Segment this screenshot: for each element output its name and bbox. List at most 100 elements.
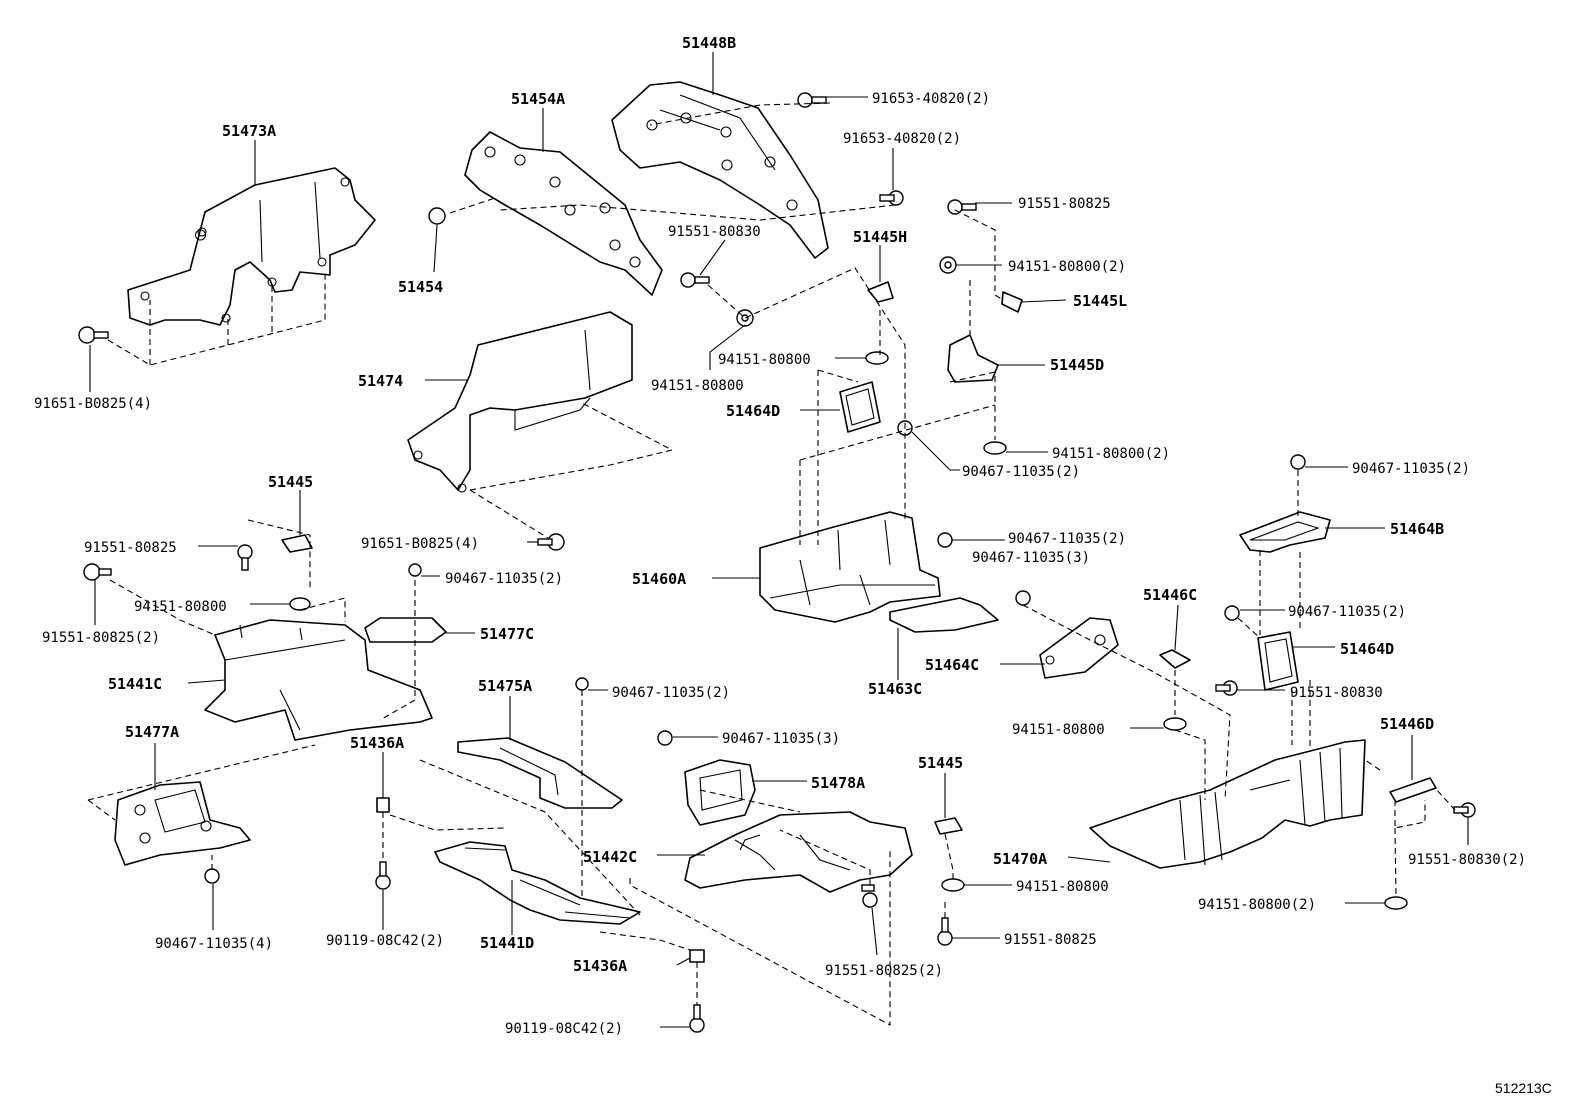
hw-label: 90467-11035(3)	[972, 550, 1090, 566]
label-51445-mid: 51445	[918, 754, 963, 772]
shield-51470A-shape	[1089, 739, 1366, 869]
hw-label: 94151-80800(2)	[1052, 446, 1170, 462]
clip-icon	[1290, 454, 1306, 470]
bolt-icon	[937, 917, 953, 946]
gasket-51464B-shape	[1239, 511, 1331, 553]
hw-label: 91551-80825(2)	[42, 630, 160, 646]
part-labels: 51473A 51454A 51448B 51454 51474 51445H …	[108, 34, 1444, 975]
bracket-51448B-shape	[611, 81, 829, 259]
bolt-icon	[375, 861, 391, 890]
label-51473A: 51473A	[222, 122, 276, 140]
hw-label: 90467-11035(4)	[155, 936, 273, 952]
nut-icon	[941, 878, 965, 892]
hw-label: 94151-80800	[651, 378, 744, 394]
hw-label: 91551-80825(2)	[825, 963, 943, 979]
nut-icon	[983, 441, 1007, 455]
plate-51477C-shape	[364, 617, 447, 643]
hw-label: 90467-11035(2)	[1008, 531, 1126, 547]
plate-51475A-shape	[457, 737, 623, 809]
label-51464C: 51464C	[925, 656, 979, 674]
nut-icon	[1384, 896, 1408, 910]
plate-51463C-shape	[889, 597, 999, 633]
clip-icon	[1015, 590, 1031, 606]
label-51460A: 51460A	[632, 570, 686, 588]
gasket-51464D-top-shape	[839, 381, 881, 433]
hw-label: 90467-11035(2)	[612, 685, 730, 701]
clip-icon	[428, 207, 446, 225]
label-51463C: 51463C	[868, 680, 922, 698]
shield-51441C-shape	[204, 619, 433, 741]
hw-label: 94151-80800(2)	[1198, 897, 1316, 913]
bracket-51446D-shape	[1389, 777, 1437, 803]
hw-label: 94151-80800	[1012, 722, 1105, 738]
bolt-icon	[797, 92, 827, 108]
shield-51474-shape	[407, 311, 633, 491]
hardware-labels: 91653-40820(2) 91653-40820(2) 91551-8082…	[34, 91, 1526, 1037]
label-51475A: 51475A	[478, 677, 532, 695]
bracket-51445L-shape	[1001, 291, 1023, 313]
part-shapes	[114, 81, 1437, 963]
hw-label: 91551-80825	[1004, 932, 1097, 948]
bolt-icon	[83, 563, 112, 581]
hw-label: 91653-40820(2)	[843, 131, 961, 147]
label-51470A: 51470A	[993, 850, 1047, 868]
label-51464B: 51464B	[1390, 520, 1444, 538]
plate-51464C-shape	[1039, 617, 1119, 679]
gasket-51464D-right-shape	[1257, 631, 1299, 691]
label-51445-left: 51445	[268, 473, 313, 491]
nut-icon	[939, 256, 957, 274]
shield-51473A-shape	[127, 167, 376, 326]
bracket-51445-mid-shape	[934, 817, 963, 835]
bracket-51445H-shape	[867, 281, 894, 303]
bracket-51477A-shape	[114, 781, 251, 866]
label-51464D-right: 51464D	[1340, 640, 1394, 658]
hw-label: 91653-40820(2)	[872, 91, 990, 107]
label-51454A: 51454A	[511, 90, 565, 108]
label-51445H: 51445H	[853, 228, 907, 246]
clip-icon	[1224, 605, 1240, 621]
hw-label: 91551-80825	[84, 540, 177, 556]
hw-label: 91651-B0825(4)	[361, 536, 479, 552]
shield-51454A-shape	[464, 131, 663, 296]
leader-lines	[89, 52, 1469, 1028]
label-51445D: 51445D	[1050, 356, 1104, 374]
label-51454: 51454	[398, 278, 443, 296]
hw-label: 90119-08C42(2)	[505, 1021, 623, 1037]
hw-label: 90467-11035(2)	[1288, 604, 1406, 620]
bolt-icon	[1453, 802, 1476, 818]
figure-id: 512213C	[1495, 1080, 1552, 1096]
hw-label: 94151-80800(2)	[1008, 259, 1126, 275]
hw-label: 91551-80830	[668, 224, 761, 240]
clip-icon	[657, 730, 673, 746]
nut-icon	[289, 597, 311, 611]
label-51442C: 51442C	[583, 848, 637, 866]
bolt-icon	[1215, 680, 1238, 696]
label-51446C: 51446C	[1143, 586, 1197, 604]
hw-label: 90119-08C42(2)	[326, 933, 444, 949]
hw-label: 91651-B0825(4)	[34, 396, 152, 412]
bolt-icon	[680, 272, 710, 288]
hw-label: 94151-80800	[1016, 879, 1109, 895]
clip-51436A-top-shape	[376, 797, 390, 813]
shield-51460A-shape	[759, 511, 941, 623]
label-51441C: 51441C	[108, 675, 162, 693]
bracket-51445D-shape	[947, 334, 999, 383]
plate-51478A-shape	[684, 759, 756, 826]
bolt-icon	[689, 1004, 705, 1033]
hw-label: 94151-80800	[718, 352, 811, 368]
clip-51436A-bot-shape	[689, 949, 705, 963]
bolt-icon	[879, 190, 904, 206]
bolt-icon	[537, 533, 565, 551]
hw-label: 90467-11035(3)	[722, 731, 840, 747]
label-51446D: 51446D	[1380, 715, 1434, 733]
label-51436A-bot: 51436A	[573, 957, 627, 975]
bracket-51446C-shape	[1159, 649, 1191, 669]
clip-icon	[575, 677, 589, 691]
clip-icon	[204, 868, 220, 884]
clip-icon	[937, 532, 953, 548]
nut-icon	[865, 351, 889, 365]
bolt-icon	[861, 884, 878, 908]
hw-label: 91551-80825	[1018, 196, 1111, 212]
label-51477A: 51477A	[125, 723, 179, 741]
